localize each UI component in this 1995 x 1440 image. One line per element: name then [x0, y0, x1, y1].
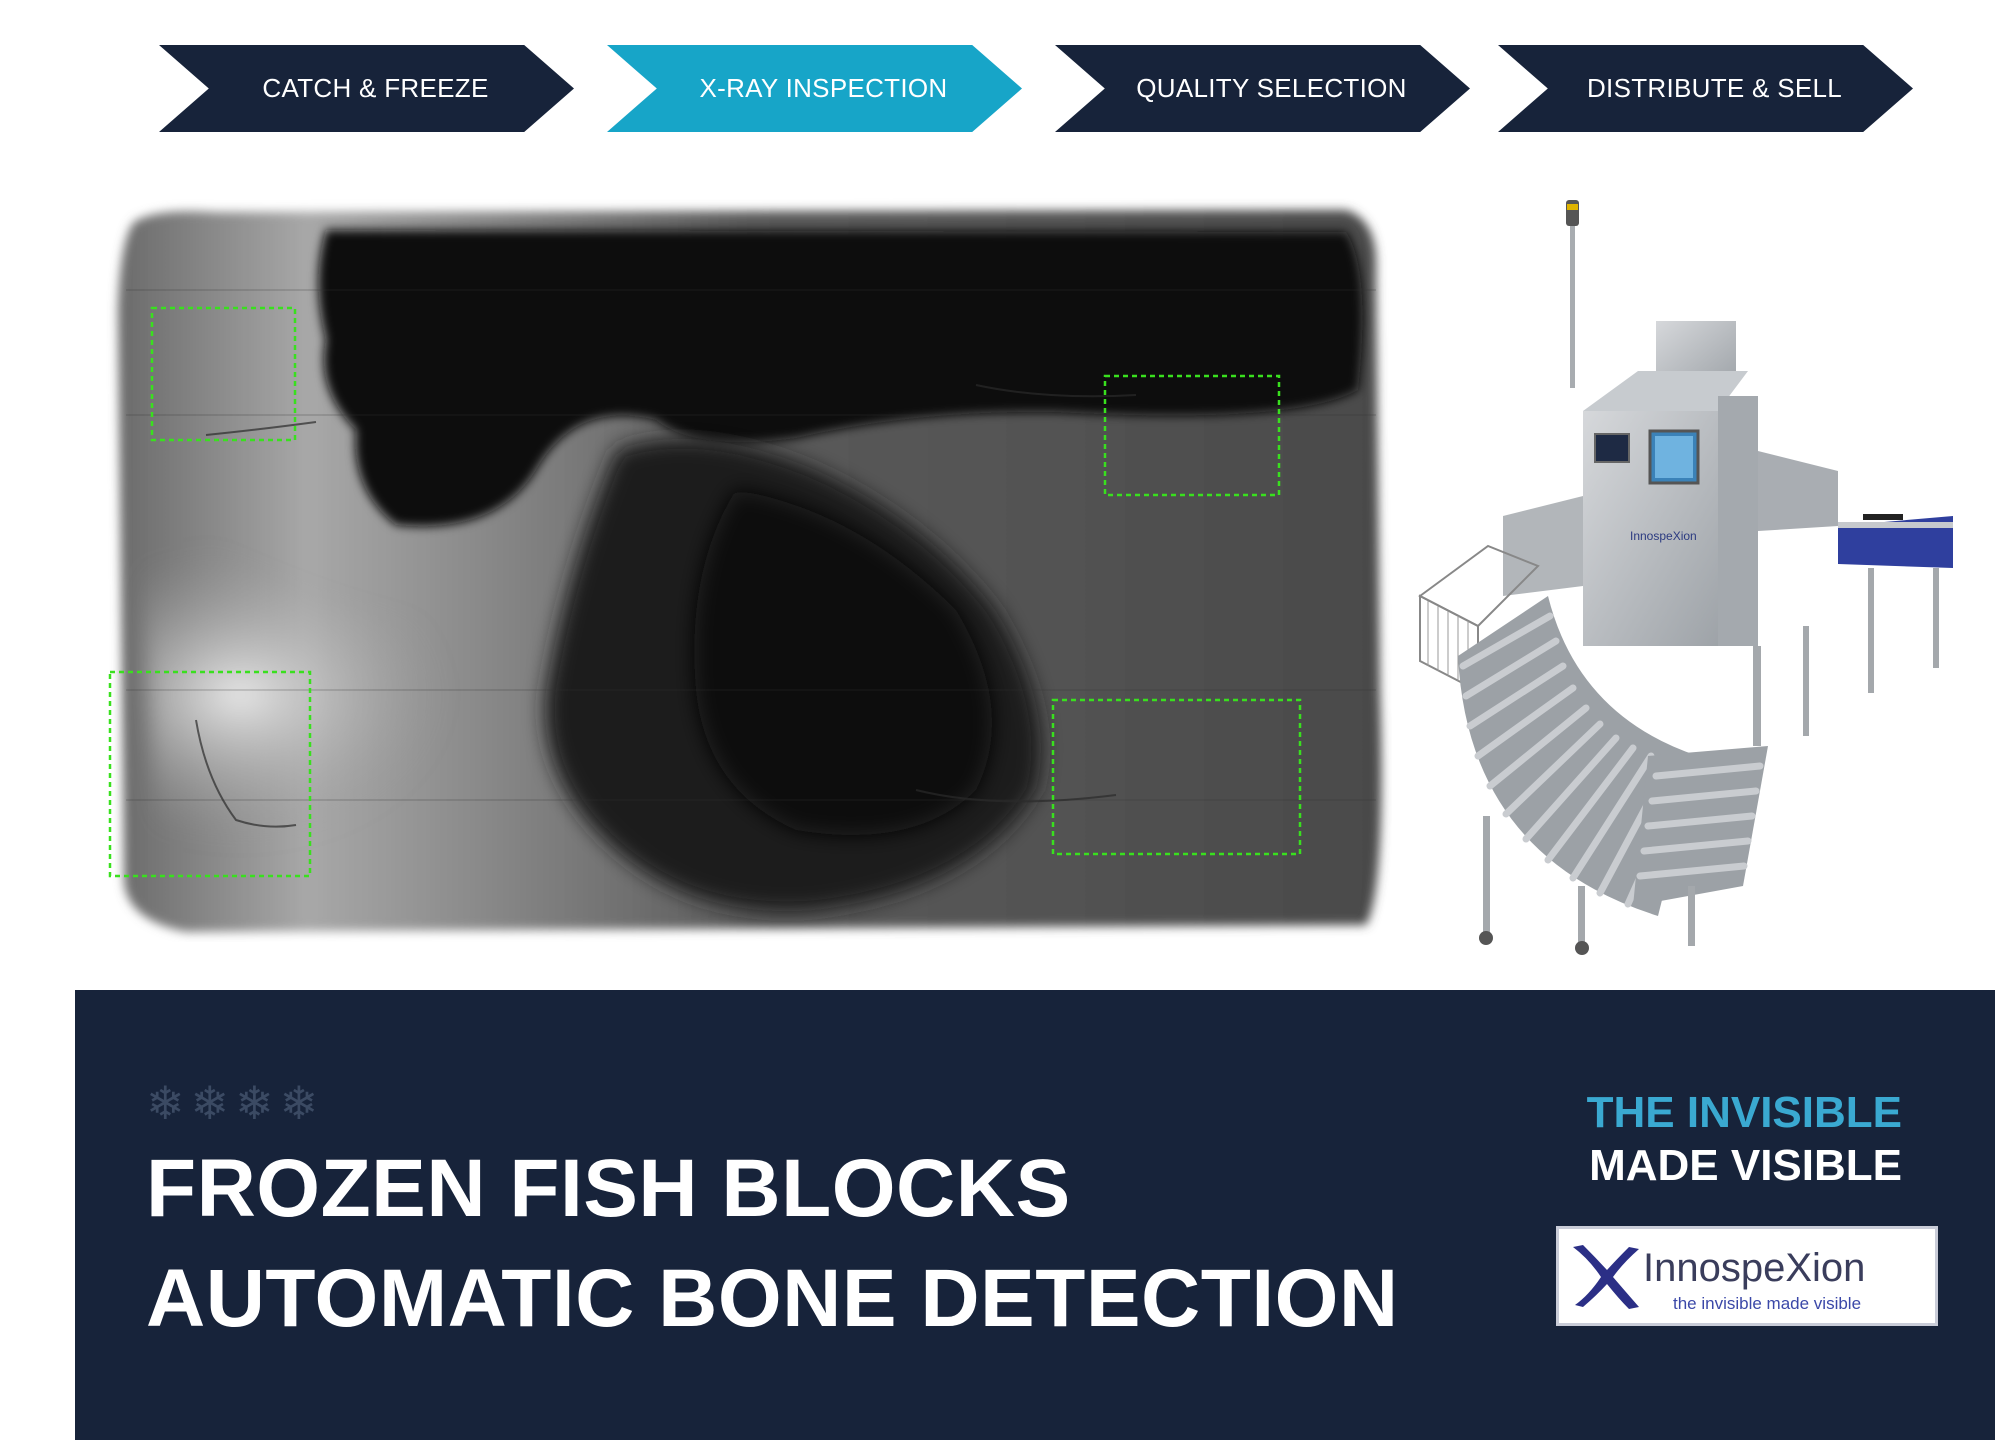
- tagline-line2: MADE VISIBLE: [1589, 1141, 1902, 1190]
- innospexion-logo[interactable]: InnospeXion the invisible made visible: [1556, 1226, 1938, 1326]
- xray-fish-block-graphic: [108, 210, 1382, 932]
- snowflake-icon: ❄: [235, 1076, 274, 1130]
- step-label: X-RAY INSPECTION: [699, 73, 948, 103]
- footer-banner: [75, 990, 1995, 1440]
- step-catch-freeze[interactable]: CATCH & FREEZE: [159, 45, 574, 132]
- xray-machine-graphic: InnospeXion: [1418, 200, 1953, 955]
- banner-title-line2: AUTOMATIC BONE DETECTION: [146, 1253, 1399, 1344]
- xray-machine-image: InnospeXion: [1408, 196, 1968, 966]
- snowflake-decoration: ❄ ❄ ❄ ❄: [146, 1078, 318, 1128]
- process-steps: CATCH & FREEZE X-RAY INSPECTION QUALITY …: [0, 0, 1995, 140]
- snowflake-icon: ❄: [146, 1076, 185, 1130]
- step-xray-inspection[interactable]: X-RAY INSPECTION: [607, 45, 1022, 132]
- logo-slogan: the invisible made visible: [1673, 1294, 1861, 1313]
- machine-brand-label: InnospeXion: [1630, 529, 1697, 543]
- snowflake-icon: ❄: [190, 1076, 230, 1130]
- snowflake-icon: ❄: [279, 1076, 319, 1130]
- step-label: DISTRIBUTE & SELL: [1586, 73, 1843, 103]
- detection-box: [1051, 698, 1302, 856]
- detection-box: [108, 670, 312, 878]
- logo-graphic: InnospeXion the invisible made visible: [1573, 1245, 1865, 1313]
- detection-box: [150, 306, 297, 442]
- detection-box: [1103, 374, 1281, 497]
- tagline-line1: THE INVISIBLE: [1586, 1088, 1902, 1137]
- logo-name: InnospeXion: [1643, 1246, 1865, 1290]
- step-distribute-sell[interactable]: DISTRIBUTE & SELL: [1498, 45, 1913, 132]
- step-label: CATCH & FREEZE: [262, 73, 489, 103]
- step-quality-selection[interactable]: QUALITY SELECTION: [1055, 45, 1470, 132]
- xray-image: [96, 190, 1392, 942]
- step-label: QUALITY SELECTION: [1136, 73, 1407, 103]
- banner-title-line1: FROZEN FISH BLOCKS: [146, 1143, 1071, 1234]
